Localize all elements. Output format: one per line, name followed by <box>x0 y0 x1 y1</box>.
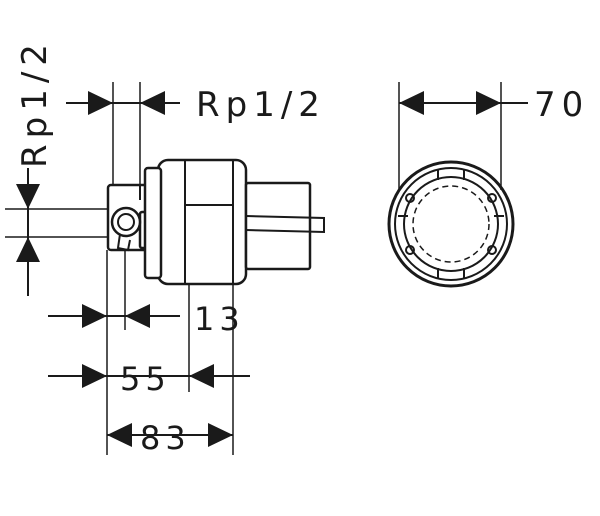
front-screw-2 <box>487 193 497 203</box>
arrow-left-bottom <box>16 237 40 262</box>
arrow-70-left <box>399 91 424 115</box>
inlet-port-inner <box>117 213 135 231</box>
arrow-55-left <box>82 364 107 388</box>
arrow-55-right <box>189 364 214 388</box>
label-top-thread: Rp1/2 <box>196 85 326 125</box>
housing-extension <box>244 181 312 271</box>
arrow-top-right <box>140 91 165 115</box>
inlet-port-stem <box>116 233 131 252</box>
arrow-13-right <box>125 304 150 328</box>
front-view <box>387 82 528 288</box>
housing-window <box>185 160 234 206</box>
housing-flange <box>143 166 163 280</box>
label-dim-83: 83 <box>140 419 191 457</box>
label-left-thread: Rp1/2 <box>15 38 55 168</box>
front-ring-2 <box>394 167 508 281</box>
front-outer-ring <box>387 160 515 288</box>
front-screw-1 <box>405 193 415 203</box>
label-width-70: 70 <box>534 85 589 125</box>
front-ring-3 <box>403 176 499 272</box>
extension-plate <box>245 215 325 234</box>
arrow-top-left <box>88 91 113 115</box>
arrow-70-right <box>476 91 501 115</box>
arrow-83-left <box>107 423 132 447</box>
front-screw-4 <box>487 245 497 255</box>
label-dim-13: 13 <box>194 300 245 338</box>
label-dim-55: 55 <box>120 360 171 398</box>
arrow-83-right <box>208 423 233 447</box>
side-view <box>5 82 325 455</box>
front-inner-dashed <box>412 185 490 263</box>
arrow-left-top <box>16 184 40 209</box>
inlet-port-outer <box>110 206 142 238</box>
arrow-13-left <box>82 304 107 328</box>
front-screw-3 <box>405 245 415 255</box>
